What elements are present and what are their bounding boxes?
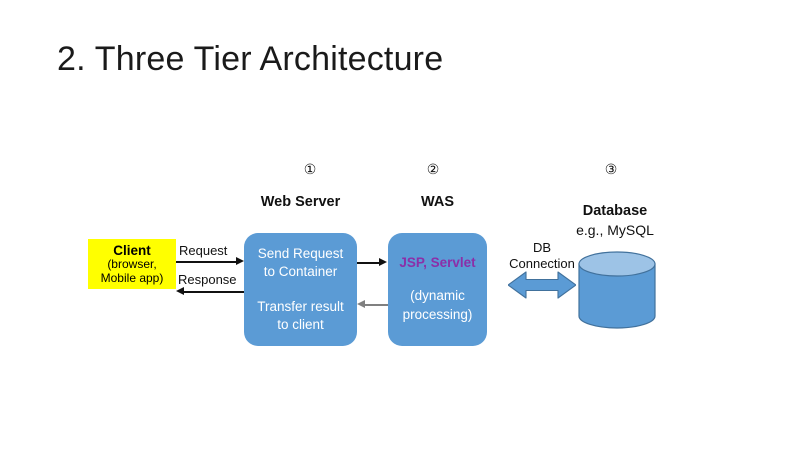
db-connection-label: DB Connection (492, 240, 592, 273)
request-arrow-label: Request (179, 243, 228, 258)
client-title: Client (113, 243, 151, 258)
tier-number-2: ② (426, 161, 440, 177)
web-server-line-2: to Container (263, 263, 338, 279)
web-server-box[interactable]: Send Request to Container Transfer resul… (244, 233, 357, 346)
was-box[interactable]: JSP, Servlet (dynamic processing) (388, 233, 487, 346)
tier-number-1: ① (303, 161, 317, 177)
was-to-webserver-arrow-head-icon (357, 300, 365, 308)
tier-label-database: Database (582, 203, 648, 219)
page-title: 2. Three Tier Architecture (57, 40, 444, 78)
database-cylinder-icon (578, 251, 656, 329)
response-arrow-line (184, 291, 244, 293)
web-server-line-1: Send Request (257, 245, 344, 261)
request-arrow-line (176, 261, 238, 263)
request-arrow-head-icon (236, 257, 244, 265)
tier-label-web-server: Web Server (260, 194, 341, 210)
client-sub-line-1: (browser, (107, 257, 157, 272)
was-to-webserver-arrow-line (365, 304, 388, 306)
db-connection-line-2: Connection (509, 256, 575, 272)
webserver-to-was-arrow-line (357, 262, 381, 264)
response-arrow-label: Response (178, 272, 237, 287)
was-line-3: processing) (402, 306, 473, 322)
tier-label-was: WAS (420, 194, 455, 210)
client-box[interactable]: Client (browser, Mobile app) (88, 239, 176, 289)
webserver-to-was-arrow-head-icon (379, 258, 387, 266)
db-connection-line-1: DB (532, 240, 552, 255)
tier-number-3: ③ (604, 161, 618, 177)
database-example-label: e.g., MySQL (576, 222, 654, 238)
response-arrow-head-icon (176, 287, 184, 295)
client-sub-line-2: Mobile app) (100, 270, 164, 285)
was-line-2: (dynamic (410, 288, 465, 304)
db-connection-double-arrow-icon (508, 271, 576, 299)
web-server-line-4: to client (277, 317, 324, 333)
was-jsp-servlet-label: JSP, Servlet (399, 255, 476, 271)
web-server-line-3: Transfer result (257, 299, 344, 314)
